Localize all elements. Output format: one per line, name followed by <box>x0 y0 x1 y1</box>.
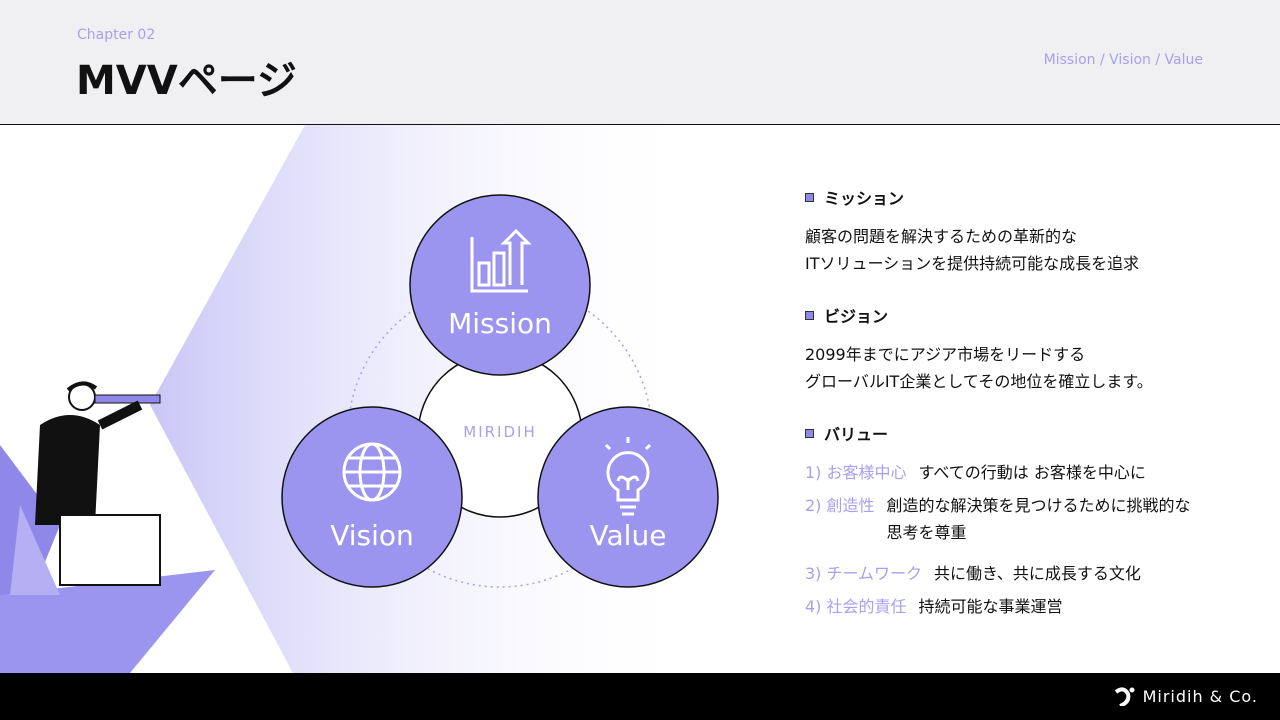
center-label: MIRIDIH <box>463 423 536 441</box>
mvv-diagram: MIRIDIH Mission Vision Value <box>0 125 719 673</box>
header: Chapter 02 MVVページ Mission / Vision / Val… <box>0 0 1280 125</box>
value-item: 4) 社会的責任持続可能な事業運営 <box>805 597 1063 616</box>
value-item: 2) 創造性創造的な解決策を見つけるために挑戦的な思考を尊重 <box>805 496 1191 542</box>
bullet-square-icon <box>805 192 814 202</box>
svg-text:Value: Value <box>590 519 667 552</box>
person-illustration <box>0 381 215 673</box>
bullet-square-icon <box>805 310 814 320</box>
footer: Miridih & Co. <box>0 673 1280 720</box>
svg-text:Mission: Mission <box>448 307 552 340</box>
page-title: MVVページ <box>76 58 297 104</box>
bullet-square-icon <box>805 428 814 438</box>
svg-text:Vision: Vision <box>330 519 414 552</box>
vision-circle: Vision <box>281 406 463 588</box>
breadcrumb: Mission / Vision / Value <box>1043 52 1203 68</box>
globe-icon <box>342 442 402 502</box>
value-heading: バリュー <box>805 421 1245 445</box>
value-item: 3) チームワーク共に働き、共に成長する文化 <box>805 564 1141 583</box>
spotlight-beam <box>150 125 700 673</box>
brand-logo: Miridih & Co. <box>1113 686 1258 706</box>
value-item: 1) お客様中心すべての行動は お客様を中心に <box>805 463 1146 482</box>
mission-circle: Mission <box>409 194 591 376</box>
mission-heading: ミッション <box>805 185 1245 209</box>
vision-heading: ビジョン <box>805 303 1245 327</box>
bar-chart-up-icon <box>470 228 532 293</box>
brand-mark-icon <box>1114 687 1135 706</box>
chapter-label: Chapter 02 <box>77 27 156 43</box>
vision-text: 2099年までにアジア市場をリードするグローバルIT企業としてその地位を確立しま… <box>805 345 1153 391</box>
lightbulb-icon <box>604 437 652 516</box>
value-circle: Value <box>537 406 719 588</box>
